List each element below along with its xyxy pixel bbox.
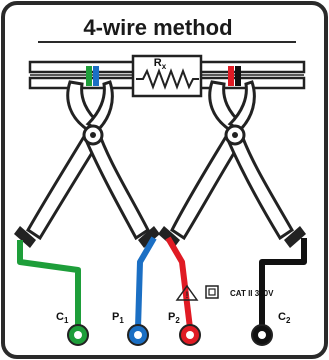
double-insulation-icon: [205, 285, 219, 299]
terminal-p2: [179, 324, 201, 346]
label-c2: C2: [278, 311, 291, 325]
terminal-c2: [251, 324, 273, 346]
label-p1: P1: [112, 311, 124, 325]
label-c1: C1: [56, 311, 69, 325]
lead-c1: [17, 240, 81, 328]
lead-c2: [259, 238, 307, 328]
resistor-rx: Rx: [131, 54, 203, 98]
right-clip: [158, 66, 306, 248]
resistor-label: Rx: [154, 57, 167, 71]
safety-rating: CAT II 300V: [230, 289, 274, 298]
diagram-title: 4-wire method: [83, 15, 232, 40]
label-p2: P2: [168, 311, 180, 325]
lead-p2: [165, 236, 193, 329]
left-clip: [14, 66, 160, 248]
warning-icon: !: [175, 284, 199, 301]
terminal-c1: [67, 324, 89, 346]
svg-text:!: !: [186, 290, 189, 300]
terminal-p1: [127, 324, 149, 346]
lead-p1: [135, 236, 157, 329]
